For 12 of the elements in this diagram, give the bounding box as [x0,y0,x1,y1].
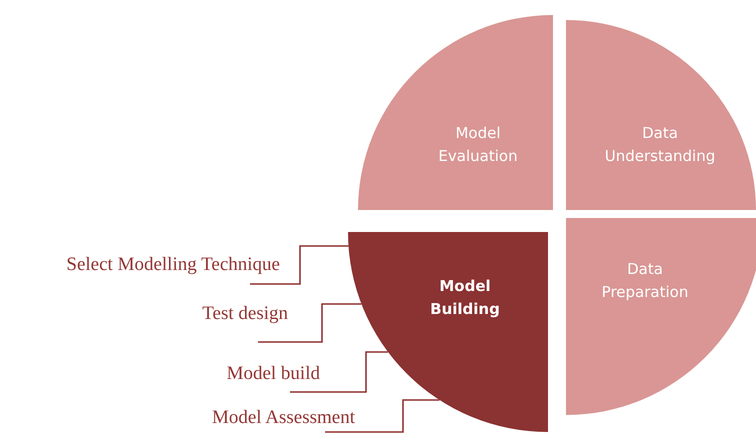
step-label: Select Modelling Technique [8,253,280,284]
segment-label: Model Building [429,276,501,320]
leader-line [250,245,348,285]
leader-line [258,303,362,343]
step-label: Model Assessment [150,406,355,432]
leader-line [325,399,440,433]
leader-line [290,351,388,393]
segment-label: Model Evaluation [438,122,518,167]
step-label: Test design [150,302,288,342]
segment-label: Data Understanding [604,122,716,167]
segment-label: Data Preparation [600,258,690,303]
step-label: Model build [170,362,320,392]
